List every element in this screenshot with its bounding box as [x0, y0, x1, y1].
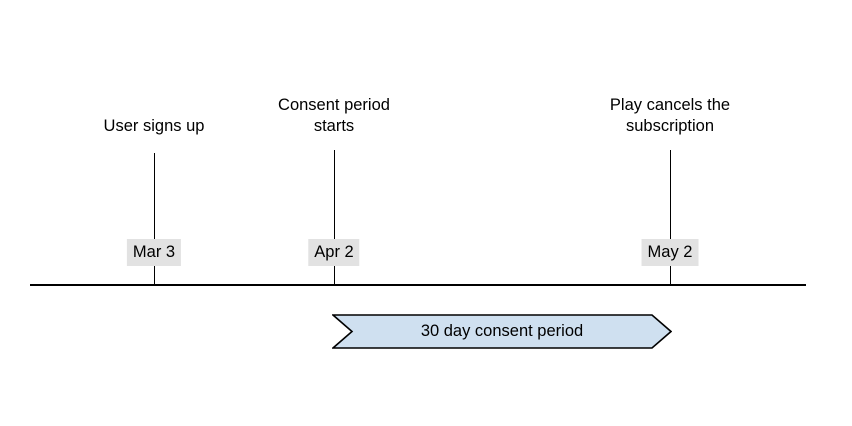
event-label-line: User signs up: [103, 117, 205, 135]
event-tick-consent-start: [334, 150, 335, 285]
timeline-axis: [30, 284, 806, 286]
event-label-play-cancel: Play cancels the subscription: [610, 95, 730, 137]
consent-period-banner-label: 30 day consent period: [420, 322, 584, 340]
event-tick-play-cancel: [670, 150, 671, 285]
event-label-line: Play cancels the: [609, 96, 731, 114]
event-date-badge-signup: Mar 3: [126, 239, 182, 266]
event-label-line: subscription: [625, 117, 715, 135]
event-label-line: starts: [313, 117, 355, 135]
event-date-badge-play-cancel: May 2: [641, 239, 699, 266]
event-label-consent-start: Consent period starts: [278, 95, 390, 137]
event-date-badge-consent-start: Apr 2: [308, 239, 360, 266]
chevron-ribbon-shape: [332, 314, 672, 349]
chevron-ribbon-polygon: [332, 314, 672, 349]
event-label-signup: User signs up: [104, 116, 205, 137]
consent-period-banner: 30 day consent period: [332, 314, 672, 349]
event-label-line: Consent period: [278, 96, 390, 114]
event-tick-signup: [154, 153, 155, 285]
